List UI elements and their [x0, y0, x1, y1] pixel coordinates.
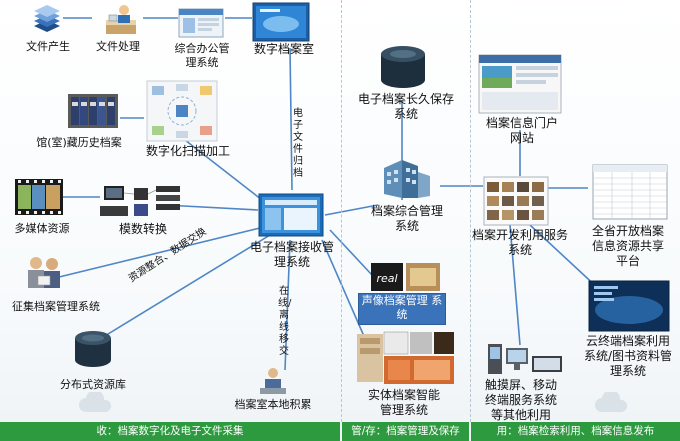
receiving-system-screen-icon	[258, 193, 324, 237]
archive-building-icon	[384, 160, 430, 198]
film-strip-icon	[15, 179, 63, 215]
footer-use-bar: 用：档案检索利用、档案信息发布	[471, 422, 680, 441]
touchscreen-label: 触摸屏、移动 终端服务系统 等其他利用	[484, 378, 557, 422]
document-stack-icon	[34, 5, 60, 32]
digital-archive-room-label: 数字档案室	[253, 42, 314, 56]
transfer-edge-label: 在线/离线移交	[278, 286, 292, 357]
cloud-watermark-icon-2	[595, 392, 628, 412]
digitization-label: 数字化扫描加工	[145, 144, 230, 158]
long-term-storage-db-icon	[381, 46, 425, 88]
av-conversion-devices-icon	[100, 186, 180, 216]
cloud-terminal-label: 云终端档案利用 系统/图书资料管 理系统	[583, 334, 673, 378]
section-divider-collect-manage	[341, 0, 342, 422]
section-divider-manage-use	[470, 0, 471, 422]
file-archive-edge-label: 电子文件归档	[293, 108, 303, 179]
distributed-db-label: 分布式资源库	[60, 378, 126, 391]
footer-manage-bar: 管/存：档案管理及保存	[342, 422, 469, 441]
long-term-storage-label: 电子档案长久保存 系统	[357, 92, 454, 121]
cloud-terminal-screen-icon	[588, 280, 670, 332]
archive-binders-icon	[68, 94, 118, 128]
collection-people-icon	[28, 257, 60, 288]
collection-system-label: 征集档案管理系统	[12, 300, 100, 313]
historical-archives-label: 馆(室)藏历史档案	[36, 136, 122, 149]
physical-archive-shelves-icon	[357, 331, 454, 384]
open-archive-table-icon	[592, 164, 668, 220]
development-service-label: 档案开发利用服务 系统	[471, 228, 568, 257]
footer-collect-bar: 收：档案数字化及电子文件采集	[0, 422, 340, 441]
file-generation-label: 文件产生	[26, 40, 70, 53]
svg-text:real: real	[376, 272, 397, 285]
cloud-watermark-icon	[79, 392, 112, 412]
portal-website-screenshot-icon	[478, 54, 562, 114]
touchscreen-terminal-icon	[488, 344, 562, 374]
analog-digital-label: 模数转换	[118, 222, 167, 236]
comprehensive-mgmt-label: 档案综合管理 系统	[370, 204, 443, 233]
office-worker-icon	[106, 5, 136, 34]
local-accumulation-label: 档案室本地积累	[234, 398, 312, 411]
multimedia-label: 多媒体资源	[14, 222, 70, 235]
local-archive-worker-icon	[260, 368, 286, 394]
development-service-gallery-icon	[483, 176, 549, 226]
audio-video-mgmt-box: 声像档案管理 系统	[358, 293, 446, 325]
digitization-process-icon	[146, 80, 218, 142]
physical-archive-label: 实体档案智能 管理系统	[367, 388, 440, 417]
audio-video-media-icon: real	[371, 263, 440, 291]
open-archive-sharing-label: 全省开放档案 信息资源共享 平台	[591, 224, 664, 268]
receiving-system-label: 电子档案接收管 理系统	[249, 240, 334, 269]
file-processing-label: 文件处理	[96, 40, 140, 53]
office-system-screen-icon	[178, 8, 224, 38]
info-portal-label: 档案信息门户 网站	[485, 116, 558, 145]
database-icon	[75, 331, 111, 367]
digital-archive-room-screen-icon	[252, 2, 310, 42]
office-system-label: 综合办公管 理系统	[174, 42, 230, 69]
